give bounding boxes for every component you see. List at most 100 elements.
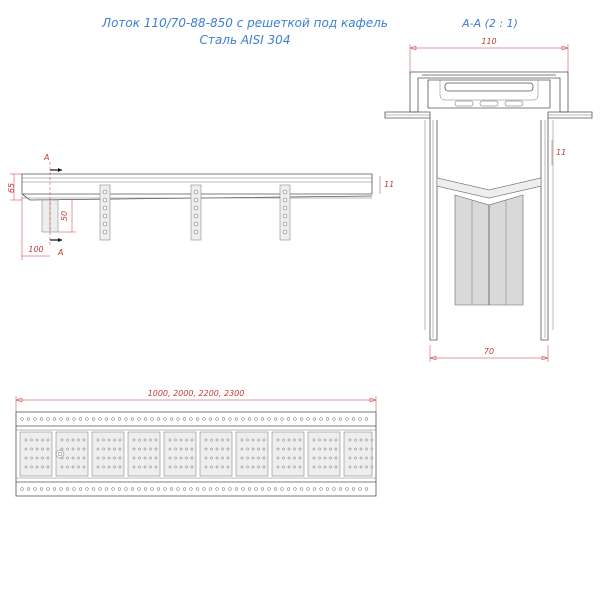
perforation-hole	[262, 465, 266, 469]
perforation-hole	[30, 438, 33, 442]
perforation-hole	[354, 456, 357, 460]
perforation-hole	[130, 417, 135, 421]
perforation-hole	[262, 438, 266, 442]
perforation-hole	[179, 465, 183, 469]
perforation-hole	[189, 487, 193, 491]
perforation-hole	[33, 487, 37, 491]
perforation-hole	[77, 438, 80, 442]
perforation-hole	[364, 417, 369, 421]
perforation-hole	[30, 447, 33, 451]
perforation-hole	[204, 447, 208, 451]
perforation-hole	[118, 456, 122, 460]
perforation-hole	[282, 465, 285, 469]
perforation-hole	[338, 487, 343, 491]
perforation-hole	[273, 487, 278, 491]
perforation-hole	[276, 447, 280, 451]
perforation-hole	[298, 465, 302, 469]
perforation-hole	[240, 465, 244, 469]
perforation-hole	[280, 487, 284, 491]
perforation-hole	[254, 487, 258, 491]
perforation-hole	[174, 465, 177, 469]
perforation-hole	[257, 465, 260, 469]
perforation-hole	[24, 456, 28, 460]
perforation-hole	[150, 487, 154, 491]
perforation-hole	[176, 487, 180, 491]
perforation-hole	[334, 456, 338, 460]
perforation-hole	[370, 456, 374, 460]
perforation-hole	[351, 487, 356, 491]
perforation-hole	[312, 438, 316, 442]
section-view: А-А (2 : 1) 110	[384, 17, 593, 362]
perforation-hole	[78, 417, 83, 421]
perforation-hole	[267, 487, 271, 491]
perforation-hole	[348, 447, 352, 451]
plan-view: 1000, 2000, 2200, 2300	[15, 389, 377, 497]
perforation-hole	[364, 487, 369, 491]
perforation-hole	[345, 417, 349, 421]
perforation-hole	[338, 417, 343, 421]
perforation-hole	[348, 438, 352, 442]
perforation-hole	[182, 487, 187, 491]
perforation-hole	[215, 438, 219, 442]
perforation-hole	[293, 417, 297, 421]
perforation-hole	[138, 465, 141, 469]
perforation-hole	[132, 447, 136, 451]
perforation-hole	[66, 456, 69, 460]
perforation-hole	[65, 487, 70, 491]
perforation-hole	[318, 465, 321, 469]
perforation-hole	[66, 447, 69, 451]
perforation-hole	[35, 447, 39, 451]
perforation-hole	[323, 438, 327, 442]
perforation-hole	[306, 487, 310, 491]
perforation-hole	[26, 487, 31, 491]
perforation-hole	[246, 465, 249, 469]
perforation-hole	[276, 456, 280, 460]
perforation-hole	[312, 465, 316, 469]
section-label: А-А (2 : 1)	[461, 17, 518, 30]
perforation-hole	[138, 438, 141, 442]
perforation-hole	[334, 438, 338, 442]
perforation-hole	[195, 417, 200, 421]
perforation-hole	[111, 417, 115, 421]
perforation-hole	[260, 417, 265, 421]
perforation-hole	[72, 417, 76, 421]
perforation-hole	[137, 417, 141, 421]
perforation-hole	[52, 487, 57, 491]
perforation-hole	[189, 417, 193, 421]
perforation-hole	[71, 447, 75, 451]
perforation-hole	[65, 417, 70, 421]
perforation-hole	[282, 447, 285, 451]
perforation-hole	[370, 438, 374, 442]
perforation-hole	[82, 465, 86, 469]
perforation-hole	[210, 438, 213, 442]
perforation-hole	[33, 417, 37, 421]
perforation-hole	[149, 447, 152, 451]
perforation-hole	[71, 456, 75, 460]
perforation-hole	[143, 438, 147, 442]
perforation-hole	[98, 487, 102, 491]
perforation-hole	[240, 456, 244, 460]
perforation-hole	[39, 417, 44, 421]
perforation-hole	[221, 438, 224, 442]
perforation-hole	[190, 447, 194, 451]
perforation-hole	[267, 417, 271, 421]
perforation-hole	[66, 438, 69, 442]
perforation-hole	[293, 456, 296, 460]
perforation-hole	[351, 417, 356, 421]
perforation-hole	[149, 456, 152, 460]
perforation-hole	[348, 465, 352, 469]
perforation-hole	[102, 465, 105, 469]
section-small-dim: 11	[556, 148, 566, 157]
perforation-hole	[59, 417, 63, 421]
perforation-hole	[204, 456, 208, 460]
perforation-hole	[60, 438, 64, 442]
perforation-hole	[204, 438, 208, 442]
perforation-hole	[154, 447, 158, 451]
perforation-hole	[168, 438, 172, 442]
perforation-hole	[208, 417, 213, 421]
perforation-hole	[359, 456, 363, 460]
perforation-hole	[26, 417, 31, 421]
perforation-hole	[104, 417, 109, 421]
perforation-hole	[228, 417, 232, 421]
perforation-hole	[241, 487, 245, 491]
